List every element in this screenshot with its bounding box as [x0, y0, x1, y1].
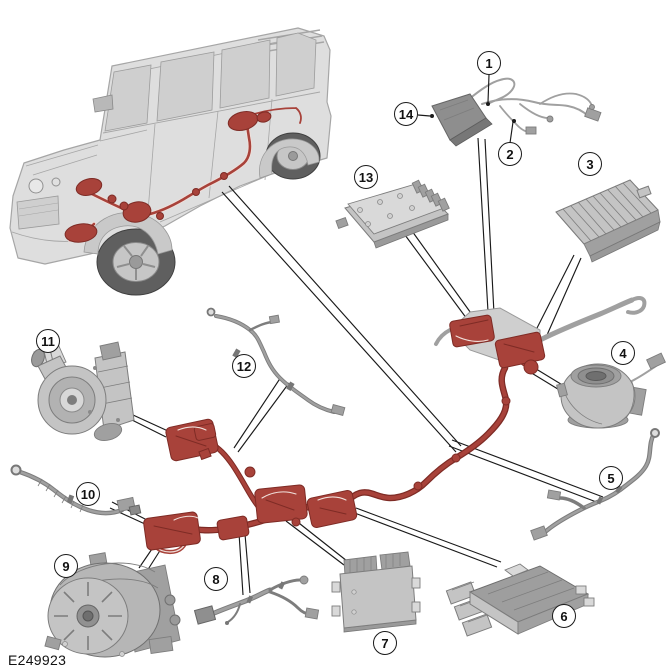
callout-11: 11: [36, 329, 60, 353]
callout-5: 5: [599, 466, 623, 490]
harness-connector-modules: [143, 314, 546, 551]
callout-10: 10: [76, 482, 100, 506]
callout-9: 9: [54, 554, 78, 578]
component-junction-module-6: [445, 563, 595, 637]
vehicle-harness-highlight: [64, 107, 302, 243]
front-fender-flare: [83, 212, 173, 255]
component-generator-9: [44, 552, 181, 658]
component-junction-bracket-harness: [431, 77, 602, 147]
grille: [16, 195, 60, 230]
component-cable-10: [10, 464, 142, 516]
callout-12: 12: [232, 354, 256, 378]
engine-harness-red: [143, 296, 647, 555]
component-finned-module-3: [555, 179, 661, 263]
component-supercharger-11: [31, 341, 135, 441]
component-blower-4: [556, 352, 666, 429]
callout-14: 14: [394, 102, 418, 126]
side-mirror: [92, 94, 114, 113]
callout-stems: [417, 74, 516, 144]
leader-lines: [109, 137, 604, 596]
callout-13: 13: [354, 165, 378, 189]
callout-2: 2: [498, 142, 522, 166]
component-control-module-13: [335, 179, 450, 249]
component-cable-12: [206, 307, 346, 416]
windshield: [104, 64, 152, 132]
bracket-plate: [431, 93, 487, 141]
callout-1: 1: [477, 51, 501, 75]
figure-id-label: E249923: [8, 652, 67, 668]
callout-3: 3: [578, 152, 602, 176]
vehicle-illustration: [9, 27, 332, 296]
component-ecm-7: [331, 551, 421, 633]
callout-7: 7: [373, 631, 397, 655]
headlight: [28, 178, 44, 194]
component-harness-8: [193, 575, 320, 625]
callout-8: 8: [204, 567, 228, 591]
rear-fender-flare: [259, 138, 320, 179]
callout-4: 4: [611, 341, 635, 365]
callout-6: 6: [552, 604, 576, 628]
component-cable-5: [530, 428, 660, 541]
